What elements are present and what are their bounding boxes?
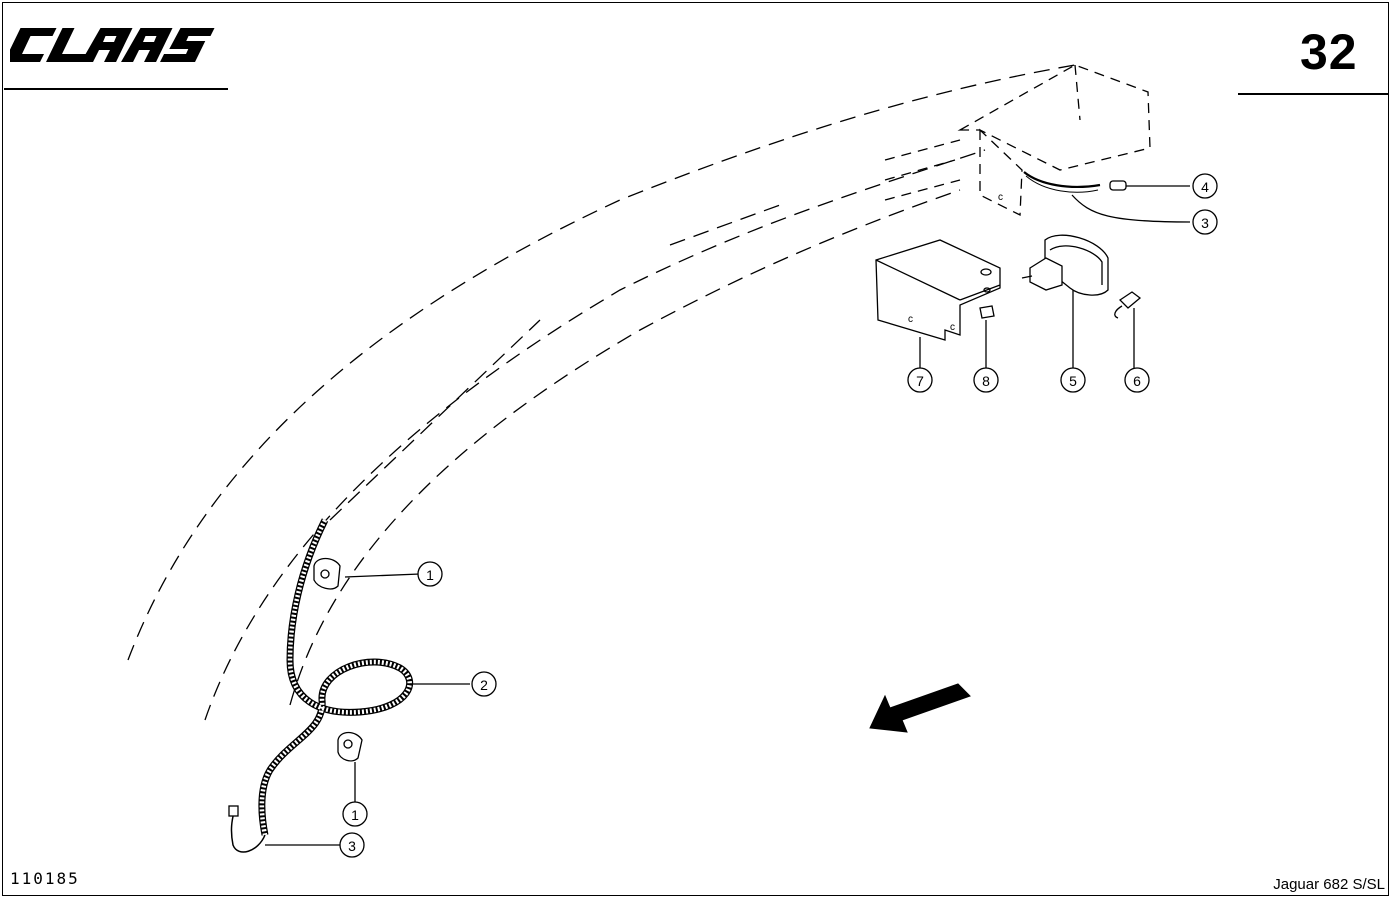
item-7-bracket — [875, 239, 1001, 341]
drawing-number: 110185 — [10, 869, 80, 888]
boom-outline-middle — [204, 149, 986, 721]
callout-6-circle — [1124, 367, 1150, 393]
callout-7-label: 7 — [916, 373, 924, 389]
callout-1-lower-circle — [342, 801, 368, 827]
callout-3-bottom-label: 3 — [348, 838, 356, 854]
callout-8-circle — [973, 367, 999, 393]
boom-outline-outer — [127, 64, 1076, 661]
svg-text:c: c — [908, 314, 913, 325]
callout-6-label: 6 — [1133, 373, 1141, 389]
callout-2-circle — [471, 671, 497, 697]
spout-head — [957, 64, 1151, 171]
model-name: Jaguar 682 S/SL — [1273, 876, 1385, 893]
harness-end-wire — [230, 811, 266, 853]
logo-underline — [4, 88, 228, 90]
page-number: 32 — [1300, 24, 1358, 80]
spout-cable — [1023, 171, 1101, 188]
item-5-lamp — [1044, 234, 1109, 296]
svg-text:c: c — [998, 192, 1003, 203]
callout-2-label: 2 — [480, 677, 488, 693]
callout-8-label: 8 — [982, 373, 990, 389]
callout-5-circle — [1060, 367, 1086, 393]
boom-outline-short-1 — [329, 319, 541, 521]
item-8-nut — [979, 305, 995, 319]
boom-outline-inner — [289, 189, 961, 706]
item-1-clamp-lower — [337, 731, 363, 762]
callout-1-upper-circle — [417, 561, 443, 587]
item-4-connector — [1109, 180, 1127, 191]
boom-outline-short-2 — [669, 204, 781, 246]
page-number-underline — [1238, 93, 1388, 95]
item-6-bulb — [1114, 291, 1142, 319]
callout-3-top-circle — [1192, 209, 1218, 235]
svg-text:c: c — [950, 322, 955, 333]
callout-4-top-circle — [1192, 173, 1218, 199]
item-1-clamp-upper — [313, 557, 341, 590]
callout-7-circle — [907, 367, 933, 393]
callout-4-top-label: 4 — [1201, 179, 1209, 195]
direction-arrow — [869, 683, 971, 733]
claas-logo — [10, 28, 215, 62]
callout-1-lower-label: 1 — [351, 807, 359, 823]
callout-3-top-label: 3 — [1201, 215, 1209, 231]
callout-3-bottom-circle — [339, 832, 365, 858]
callout-1-upper-label: 1 — [426, 567, 434, 583]
callout-5-label: 5 — [1069, 373, 1077, 389]
